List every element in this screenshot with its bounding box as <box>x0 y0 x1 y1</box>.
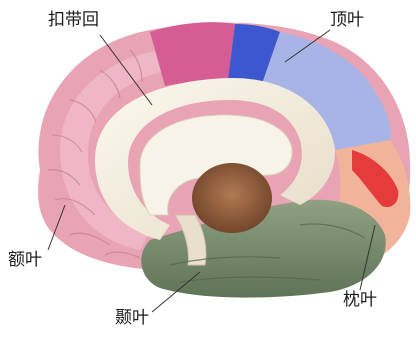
lateral-ventricle <box>192 163 272 233</box>
label-temporal-lobe: 颞叶 <box>115 310 149 327</box>
label-cingulate-gyrus: 扣带回 <box>48 12 99 29</box>
label-parietal-lobe: 顶叶 <box>330 12 364 29</box>
label-frontal-lobe: 额叶 <box>8 252 42 269</box>
label-occipital-lobe: 枕叶 <box>343 292 377 309</box>
magenta-region <box>150 22 235 86</box>
